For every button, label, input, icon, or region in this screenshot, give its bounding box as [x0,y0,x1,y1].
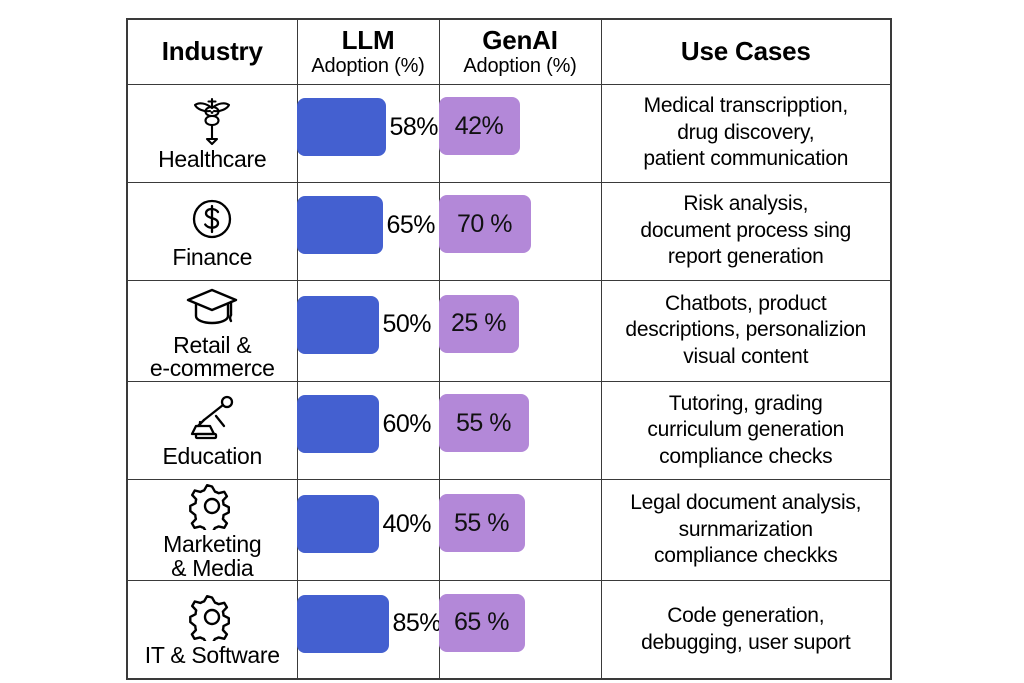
usecases-cell: Risk analysis, document process sing rep… [600,181,892,281]
llm-adoption-bar [296,98,386,156]
column-header-usecases-label: Use Cases [680,36,811,67]
table-row: Retail & e-commerce 50% 25 % Chatbots, prod… [126,279,892,382]
llm-adoption-bar [296,395,379,454]
industry-cell: Marketing & Media [126,478,298,582]
llm-adoption-cell: 65% [296,181,440,281]
column-header-industry: Industry [126,18,298,85]
genai-adoption-bar: 55 % [438,494,525,553]
llm-adoption-value: 65% [386,210,436,239]
industry-cell: Retail & e-commerce [126,279,298,382]
header-row: Industry LLM Adoption (%) GenAI Adoption… [126,18,892,85]
llm-adoption-value: 58% [389,112,439,141]
llm-adoption-cell: 40% [296,478,440,582]
usecases-cell: Tutoring, grading curriculum generation … [600,380,892,480]
industry-cell: IT & Software [126,580,298,680]
table-row: Marketing & Media 40% 55 % Legal document a… [126,478,892,582]
table-header: Industry LLM Adoption (%) GenAI Adoption… [126,18,892,85]
usecases-text: Medical transcripption, drug discovery, … [643,94,849,171]
llm-adoption-bar [296,594,389,653]
genai-adoption-value: 55 % [456,408,511,437]
usecases-text: Risk analysis, document process sing rep… [640,192,852,269]
llm-adoption-cell: 58% [296,83,440,183]
column-header-genai-label: GenAI [482,25,558,55]
column-header-llm-sublabel: Adoption (%) [311,55,425,78]
genai-adoption-cell: 55 % [438,478,602,582]
industry-cell: Healthcare [126,83,298,183]
genai-adoption-cell: 70 % [438,181,602,281]
table-row: IT & Software 85% 65 % Code generation, deb… [126,580,892,680]
industry-cell: Education [126,380,298,480]
usecases-cell: Chatbots, product descriptions, personal… [600,279,892,382]
llm-adoption-value: 50% [382,310,432,339]
industry-label: Retail & e-commerce [149,331,275,382]
gear-icon [183,591,241,643]
column-header-genai: GenAI Adoption (%) [438,18,602,85]
genai-adoption-bar: 70 % [438,195,531,253]
llm-adoption-value: 40% [382,509,432,538]
usecases-text: Legal document analysis, surnmarization … [630,491,862,568]
llm-adoption-value: 60% [382,409,432,438]
industry-label: Healthcare [158,145,267,172]
table-body: Healthcare 58% 42% Medical transcripption, … [126,83,892,680]
industry-label: Marketing & Media [163,530,262,581]
industry-label: Finance [172,243,253,270]
llm-adoption-cell: 50% [296,279,440,382]
genai-adoption-value: 55 % [454,508,509,537]
usecases-text: Tutoring, grading curriculum generation … [647,391,845,468]
caduceus-icon [183,95,241,147]
llm-adoption-bar [296,196,383,254]
gear-icon [183,480,241,532]
genai-adoption-bar: 65 % [438,593,525,652]
genai-adoption-value: 65 % [454,608,509,636]
llm-adoption-bar [296,495,379,554]
usecases-text: Code generation, debugging, user suport [641,604,851,654]
genai-adoption-cell: 42% [438,83,602,183]
genai-adoption-value: 42% [454,111,504,140]
genai-adoption-bar: 55 % [438,394,529,453]
genai-adoption-value: 25 % [451,309,506,338]
usecases-cell: Legal document analysis, surnmarization … [600,478,892,582]
column-header-llm-label: LLM [341,25,395,55]
llm-adoption-cell: 85% [296,580,442,680]
column-header-usecases: Use Cases [600,18,892,85]
table-row: Education 60% 55 % Tutoring, grading curric… [126,380,892,480]
table-row: Finance 65% 70 % Risk analysis, document pr… [126,181,892,281]
column-header-llm: LLM Adoption (%) [296,18,440,85]
industry-label: Education [162,443,263,470]
table-row: Healthcare 58% 42% Medical transcripption, … [126,83,892,183]
llm-adoption-bar [296,295,379,354]
genai-adoption-value: 70 % [457,209,512,238]
llm-adoption-value: 85% [392,609,442,637]
industry-adoption-table: Industry LLM Adoption (%) GenAI Adoption… [126,18,892,680]
usecases-text: Chatbots, product descriptions, personal… [625,292,867,368]
dollar-circle-icon [183,193,241,245]
graduation-cap-icon [183,281,241,333]
industry-cell: Finance [126,181,298,281]
genai-adoption-cell: 25 % [438,279,602,382]
genai-adoption-cell: 55 % [438,380,602,480]
industry-label: IT & Software [144,642,280,669]
usecases-cell: Medical transcripption, drug discovery, … [600,83,892,183]
genai-adoption-bar: 25 % [438,294,519,353]
genai-adoption-cell: 65 % [438,580,602,680]
column-header-industry-label: Industry [161,36,263,67]
usecases-cell: Code generation, debugging, user suport [600,580,892,680]
column-header-genai-sublabel: Adoption (%) [463,55,577,78]
llm-adoption-cell: 60% [296,380,440,480]
robot-arm-icon [183,392,241,444]
genai-adoption-bar: 42% [438,97,520,155]
